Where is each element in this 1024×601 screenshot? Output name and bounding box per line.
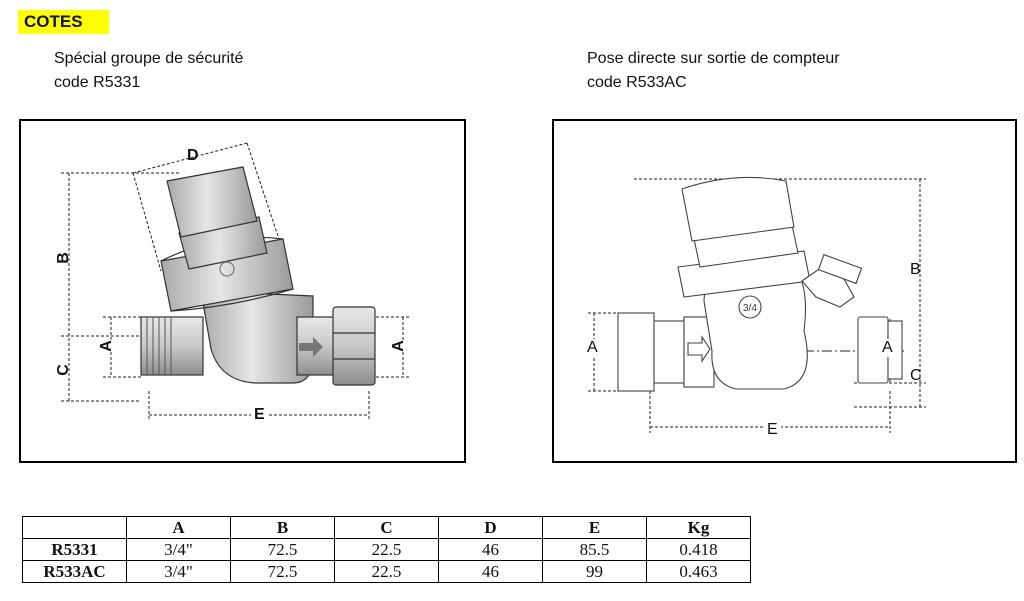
table-cell: 85.5 <box>542 538 647 561</box>
right-caption-code: code R533AC <box>587 74 687 91</box>
left-caption-title: Spécial groupe de sécurité <box>54 50 244 67</box>
dim-label-a-left: A <box>97 340 116 352</box>
table-header-cell: C <box>334 516 439 539</box>
dim-label-b: B <box>910 261 921 278</box>
table-cell: 0.463 <box>646 560 751 583</box>
table-row: R533AC 3/4" 72.5 22.5 46 99 0.463 <box>22 560 751 583</box>
right-drawing-frame: 3/4 B A A C E <box>552 119 1017 463</box>
table-header-cell <box>22 516 127 539</box>
dim-label-a-right: A <box>389 340 408 352</box>
section-heading: COTES <box>18 10 109 34</box>
table-cell: 99 <box>542 560 647 583</box>
table-cell: 22.5 <box>334 538 439 561</box>
dim-label-e: E <box>764 421 781 439</box>
dim-label-a-left: A <box>585 339 600 357</box>
pressure-reducer-drawing-r533ac: 3/4 <box>588 176 926 433</box>
dim-label-c: C <box>54 364 72 376</box>
table-row-model: R5331 <box>22 538 127 561</box>
table-cell: 72.5 <box>230 538 335 561</box>
table-header-cell: D <box>438 516 543 539</box>
left-caption-code: code R5331 <box>54 74 141 91</box>
table-header-cell: Kg <box>646 516 751 539</box>
table-row: R5331 3/4" 72.5 22.5 46 85.5 0.418 <box>22 538 751 561</box>
table-header-cell: E <box>542 516 647 539</box>
table-cell: 3/4" <box>126 560 231 583</box>
table-cell: 0.418 <box>646 538 751 561</box>
table-cell: 46 <box>438 538 543 561</box>
left-drawing-frame: D B C A A E <box>19 119 466 463</box>
dim-label-d: D <box>187 147 199 164</box>
gauge-label: 3/4 <box>743 303 757 314</box>
table-header-cell: B <box>230 516 335 539</box>
table-cell: 72.5 <box>230 560 335 583</box>
dim-label-b: B <box>54 252 72 264</box>
table-cell: 22.5 <box>334 560 439 583</box>
pressure-reducer-drawing-r5331 <box>61 142 411 421</box>
dim-label-e: E <box>251 406 268 424</box>
table-row-model: R533AC <box>22 560 127 583</box>
dim-label-a-right: A <box>880 339 895 357</box>
table-header-cell: A <box>126 516 231 539</box>
table-cell: 46 <box>438 560 543 583</box>
table-header-row: A B C D E Kg <box>22 516 751 539</box>
table-cell: 3/4" <box>126 538 231 561</box>
dimensions-table: A B C D E Kg R5331 3/4" 72.5 22.5 46 85.… <box>22 516 751 583</box>
dim-label-c: C <box>910 367 922 384</box>
right-caption-title: Pose directe sur sortie de compteur <box>587 50 840 67</box>
